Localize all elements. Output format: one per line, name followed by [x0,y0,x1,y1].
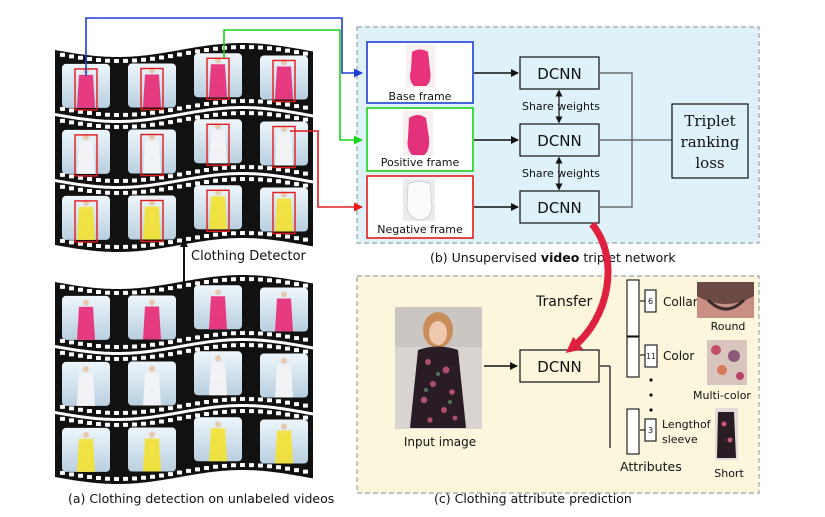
dcnn-box-3: DCNN [519,190,600,224]
white-jacket-image [406,181,433,221]
share-weights-label-2: Share weights [522,167,600,180]
detection-box [272,191,296,235]
loss-line-1: Triplet [684,112,735,130]
attr-collar-value: Round [711,320,746,333]
positive-frame-box: Positive frame [366,107,474,172]
positive-frame-label: Positive frame [381,156,460,169]
detection-box [272,59,296,103]
pink-dress-side-image [407,115,430,155]
dcnn-box-c: DCNN [519,349,600,383]
caption-b-prefix: (b) Unsupervised [430,250,541,265]
blue-link-arrow [85,17,363,78]
film-strip [55,407,313,484]
transfer-arrow [565,221,612,353]
panel-a-film-strips [55,43,313,252]
green-link-arrow [223,29,363,145]
attr-collar-label: Collar [663,295,698,309]
caption-b: (b) Unsupervised video triplet network [430,250,676,265]
detection-box [74,134,98,177]
film-strip [55,341,313,418]
detection-box [206,189,230,233]
detector-label: Clothing Detector [191,249,307,264]
sleeve-thumbnail [715,408,738,460]
ellipsis-dot-3 [649,408,653,412]
ellipsis-dot-1 [649,378,653,382]
input-image-label: Input image [404,435,476,449]
attr-sleeve-value: Short [714,467,744,480]
input-image [395,307,482,429]
color-thumbnail [707,340,747,385]
caption-a: (a) Clothing detection on unlabeled vide… [68,491,334,506]
detection-box [272,125,296,169]
detection-box [140,199,164,243]
collar-thumbnail [697,282,754,318]
dcnn-box-2: DCNN [519,123,600,157]
attr-collar-box [644,289,657,313]
attr-sleeve-num: 3 [648,426,653,435]
dcnn-label-c: DCNN [537,358,581,376]
attr-sleeve-label-2: sleeve [662,433,698,446]
red-link-arrow [290,130,363,212]
transfer-label: Transfer [535,294,593,310]
feature-bar-sleeve [626,408,640,455]
base-frame-label: Base frame [389,90,452,103]
attributes-label: Attributes [620,459,682,474]
attr-color-value: Multi-color [693,389,751,402]
detection-box [140,133,164,177]
pink-dress-image [410,49,431,86]
detection-box [206,57,230,100]
attr-sleeve-box [644,418,657,442]
caption-c: (c) Clothing attribute prediction [434,491,632,506]
film-strip [55,175,313,252]
ellipsis-dot-2 [649,393,653,397]
attr-color-label: Color [663,349,694,363]
dcnn-label-2: DCNN [537,132,581,150]
detection-box [140,67,164,111]
dcnn-label-3: DCNN [537,199,581,217]
negative-frame-box: Negative frame [366,175,474,239]
triplet-loss-box: Triplet ranking loss [671,103,749,179]
feature-bar-color [626,336,640,378]
negative-frame-label: Negative frame [377,223,463,236]
loss-line-2: ranking [681,133,740,151]
feature-bar-collar [626,279,640,337]
panel-a-film-strips-bottom [55,275,313,484]
share-weights-label-1: Share weights [522,100,600,113]
attr-color-box [644,344,658,368]
base-frame-box: Base frame [366,41,474,104]
attr-collar-num: 6 [648,297,653,306]
film-strip [55,43,313,120]
caption-b-bold: video [541,250,580,265]
film-strip [55,275,313,352]
dcnn-label-1: DCNN [537,65,581,83]
attr-sleeve-label-1: Lengthof [662,418,712,431]
dcnn-box-1: DCNN [519,56,600,90]
attr-color-num: 11 [646,352,656,361]
detection-box [74,200,98,243]
film-strip [55,109,313,186]
detection-box [206,123,230,167]
loss-line-3: loss [695,154,724,172]
caption-b-suffix: triplet network [579,250,676,265]
